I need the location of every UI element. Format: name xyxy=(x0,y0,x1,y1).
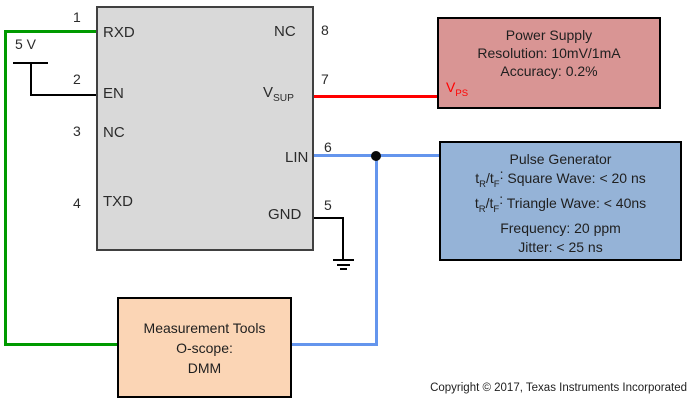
power-supply-resolution: Resolution: 10mV/1mA xyxy=(477,45,621,61)
ground-icon-bar2 xyxy=(337,264,350,266)
chip-pin-label-en: EN xyxy=(103,85,124,102)
vps-subscript: PS xyxy=(455,88,469,99)
measurement-tools-title: Measurement Tools xyxy=(143,320,266,336)
measurement-tools-dmm: DMM xyxy=(187,360,222,376)
pin-number-7: 7 xyxy=(321,71,329,87)
tf-sub: F xyxy=(493,178,500,190)
measurement-tools-box: Measurement Tools O-scope: DMM xyxy=(117,297,292,398)
pin-number-1: 1 xyxy=(73,9,81,25)
chip-pin-label-rxd: RXD xyxy=(103,24,135,41)
wire-green-vertical xyxy=(4,30,7,346)
chip-pin-label-nc3: NC xyxy=(103,124,125,141)
pin-number-4: 4 xyxy=(73,195,81,211)
colon: : xyxy=(499,190,504,207)
junction-dot xyxy=(371,151,381,161)
pulse-generator-frequency: Frequency: 20 ppm xyxy=(500,219,621,236)
wire-blue-to-measurement-tools xyxy=(289,343,378,346)
chip-pin-label-nc8: NC xyxy=(274,23,296,40)
wire-gnd-horizontal xyxy=(312,217,344,219)
chip-pin-label-gnd: GND xyxy=(268,206,302,223)
copyright-notice: Copyright © 2017, Texas Instruments Inco… xyxy=(430,382,687,394)
pin-number-2: 2 xyxy=(73,71,81,87)
pulse-generator-title: Pulse Generator xyxy=(509,151,612,167)
wire-gnd-vertical xyxy=(342,217,344,260)
tf-base: /t xyxy=(485,170,494,186)
pulse-generator-square-wave: tR/tF: Square Wave: < 20 ns xyxy=(441,166,680,194)
power-supply-title: Power Supply xyxy=(505,27,593,43)
power-supply-accuracy: Accuracy: 0.2% xyxy=(500,63,598,79)
chip-pin-label-vsup: VSUP xyxy=(263,84,294,104)
chip-pin-label-lin: LIN xyxy=(285,149,309,166)
triangle-wave-spec: Triangle Wave: < 40ns xyxy=(503,194,647,211)
square-wave-spec: Square Wave: < 20 ns xyxy=(503,170,646,186)
pin-number-3: 3 xyxy=(73,123,81,139)
pulse-generator-box: Pulse Generator tR/tF: Square Wave: < 20… xyxy=(439,141,682,261)
colon: : xyxy=(499,166,504,182)
pulse-generator-jitter: Jitter: < 25 ns xyxy=(518,238,603,255)
chip-pin-label-txd: TXD xyxy=(103,193,133,210)
wire-en-black xyxy=(30,94,96,96)
tr-sub: R xyxy=(479,178,486,190)
wire-vsup-red xyxy=(313,95,438,98)
vps-terminal-label: VPS xyxy=(446,80,468,101)
chip-body xyxy=(96,6,314,251)
vsup-base: V xyxy=(263,84,274,101)
power-supply-box: Power Supply Resolution: 10mV/1mA Accura… xyxy=(437,17,661,109)
vsup-subscript: SUP xyxy=(273,93,294,104)
wire-green-to-measurement-tools xyxy=(4,343,118,346)
pin-number-5: 5 xyxy=(324,197,332,213)
pulse-generator-triangle-wave: tR/tF: Triangle Wave: < 40ns xyxy=(441,190,680,219)
tr-base: t xyxy=(475,170,480,186)
ground-icon-bar3 xyxy=(340,268,347,270)
tf-base: /t xyxy=(485,194,494,211)
wire-blue-vertical xyxy=(375,154,378,346)
vps-base: V xyxy=(446,79,456,96)
supply-5v-stem xyxy=(30,63,32,96)
ground-icon xyxy=(333,259,354,261)
tr-base: t xyxy=(474,194,479,211)
tr-sub: R xyxy=(478,203,486,215)
wire-rxd-green-horizontal xyxy=(4,30,96,33)
pin-number-6: 6 xyxy=(324,139,332,155)
tf-sub: F xyxy=(493,203,500,215)
measurement-tools-oscope: O-scope: xyxy=(176,340,233,356)
pin-number-8: 8 xyxy=(321,22,329,38)
supply-5v-label: 5 V xyxy=(15,36,37,52)
